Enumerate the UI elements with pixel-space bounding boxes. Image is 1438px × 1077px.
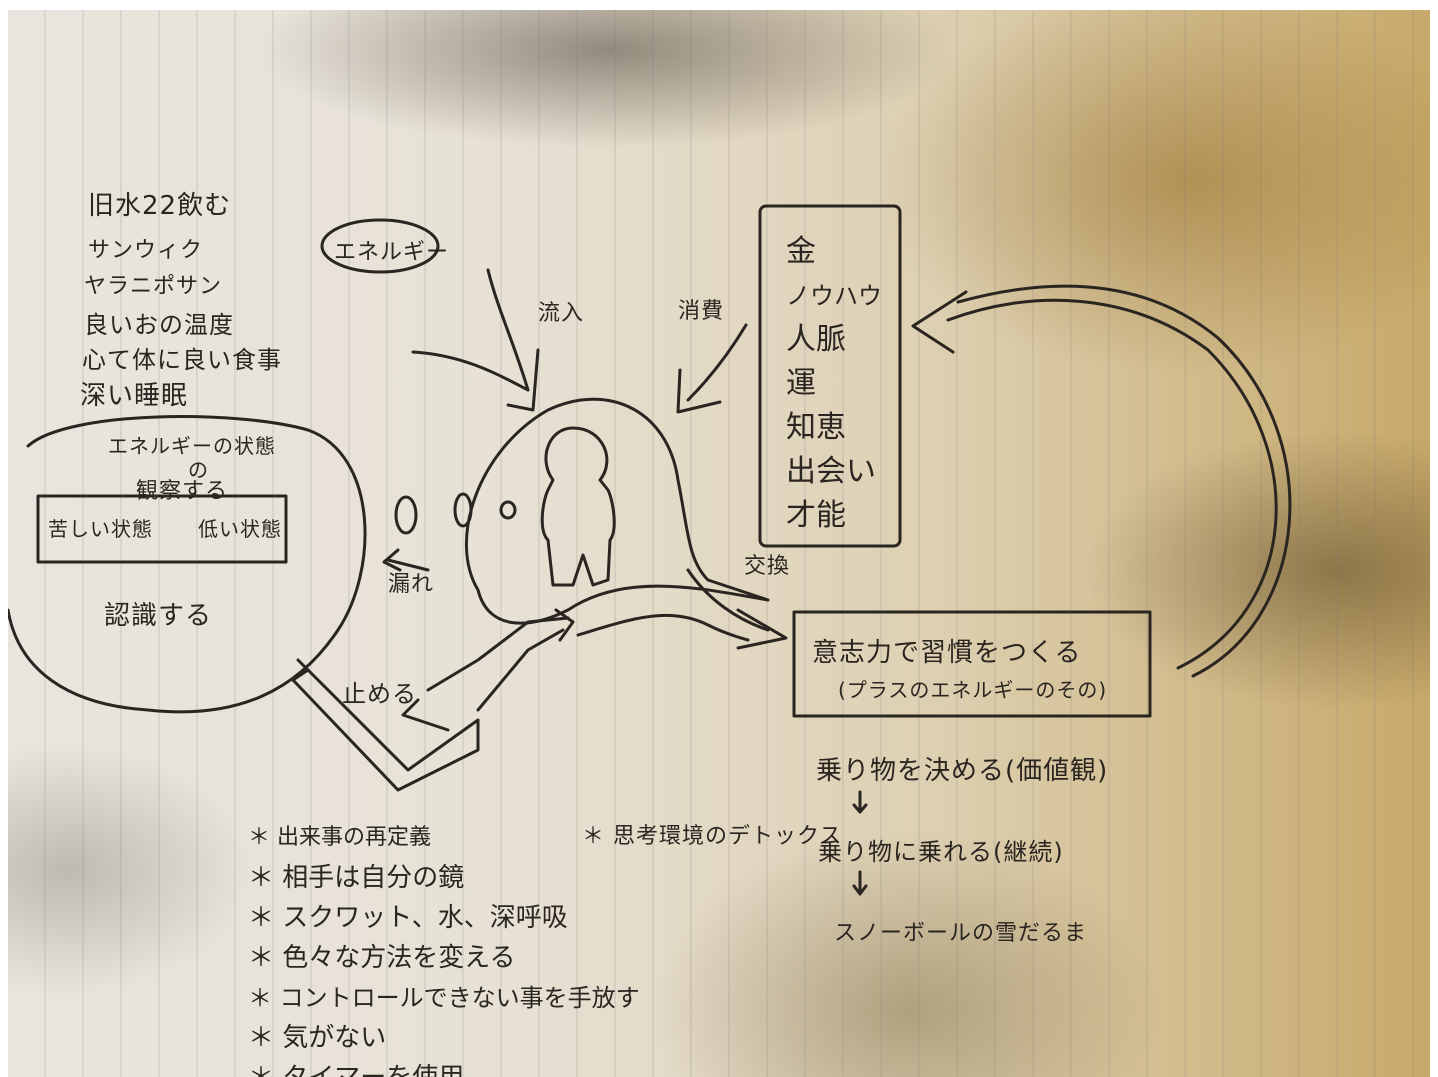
bullet-list: ＊ 出来事の再定義 ＊ 相手は自分の鏡 ＊ スクワット、水、深呼吸 ＊ 色々な方… [248,818,640,1077]
bullet-item: ＊ 出来事の再定義 [248,825,431,850]
sketch-drawing [8,204,1292,896]
flow-step-1: 乗り物を決める(価値観) [816,756,1109,786]
resources-box [758,204,902,548]
bullet-item: ＊ スクワット、水、深呼吸 [248,903,568,933]
stop-label: 止める [342,680,417,708]
bullet-item: ＊ 色々な方法を変える [248,943,516,973]
circle-line-1: エネルギーの状態 [108,434,276,458]
left-list-item-2: サンウィク [88,238,204,263]
resources-list: 金 ノウハウ 人脈 運 知恵 出会い 才能 [786,230,886,538]
bullet-item: ＊ タイマーを使用 [248,1058,640,1077]
recognize-label: 認識する [104,601,213,631]
energy-label: エネルギー [334,240,450,265]
resource-item: 金 [786,234,816,269]
habit-line-1: 意志力で習慣をつくる [812,638,1082,668]
bullet-item: ＊ 相手は自分の鏡 [248,863,465,893]
leak-label: 漏れ [388,572,435,597]
resource-item: 出会い [786,454,876,489]
observation-circle [8,415,367,714]
ruled-lines [8,10,1430,1077]
resource-item: ノウハウ [786,282,882,310]
habit-box [792,610,1152,718]
circle-line-3: 観察する [136,479,229,504]
left-list-item-3: ヤラニポサン [84,274,223,299]
exchange-label: 交換 [744,554,791,579]
left-list-item-6: 深い睡眠 [80,381,189,411]
left-list-item-1: 旧水22飲む [88,191,232,221]
return-arrow [946,298,1278,670]
side-note: ＊ 思考環境のデトックス [582,824,843,849]
energy-oval [320,218,440,274]
box-right-label: 低い状態 [198,517,282,541]
circle-line-2: の [188,458,209,482]
state-box [36,494,288,564]
flow-step-2: 乗り物に乗れる(継続) [818,838,1064,866]
resource-item: 人脈 [786,322,846,357]
inflow-label: 流入 [538,301,585,326]
bullet-item: ＊ コントロールできない事を手放す [248,984,640,1012]
person-figure [540,426,616,587]
notebook-photo: 旧水22飲む サンウィク ヤラニポサン 良いおの温度 心て体に良い食事 深い睡眠… [8,10,1430,1077]
box-left-label: 苦しい状態 [48,517,153,541]
bullet-item: ＊ 気がない [248,1023,387,1053]
left-list-item-4: 良いおの温度 [84,311,234,339]
stop-slab [291,658,480,792]
resource-item: 才能 [786,498,846,533]
resource-item: 運 [786,366,816,401]
person-bubble [464,397,770,625]
flow-step-3: スノーボールの雪だるま [834,921,1088,946]
resource-item: 知恵 [786,410,846,445]
consume-label: 消費 [678,299,725,324]
habit-line-2: (プラスのエネルギーのその) [838,678,1108,702]
left-list-item-5: 心て体に良い食事 [82,346,282,374]
